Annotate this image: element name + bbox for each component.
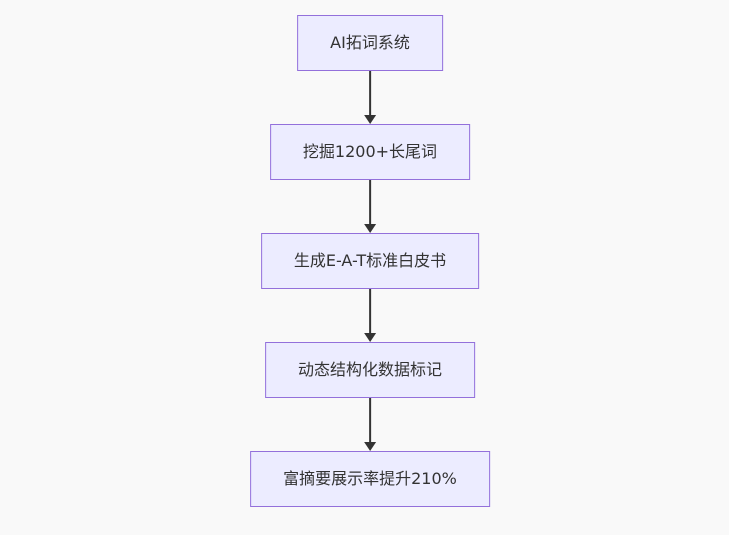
node-label: 挖掘1200+长尾词 [302, 142, 438, 162]
edge-line [369, 71, 371, 115]
edge-line [369, 289, 371, 333]
node-label: 生成E-A-T标准白皮书 [293, 251, 447, 271]
flowchart-edge-2 [364, 180, 376, 233]
node-label: 富摘要展示率提升210% [283, 469, 457, 489]
flowchart-node-longtail-mining: 挖掘1200+长尾词 [269, 124, 471, 180]
node-label: AI拓词系统 [330, 33, 410, 53]
arrow-down-icon [364, 442, 376, 451]
flowchart-edge-1 [364, 71, 376, 124]
arrow-down-icon [364, 333, 376, 342]
flowchart-edge-4 [364, 398, 376, 451]
flowchart-node-ai-keyword-system: AI拓词系统 [297, 15, 443, 71]
arrow-down-icon [364, 115, 376, 124]
flowchart-edge-3 [364, 289, 376, 342]
edge-line [369, 398, 371, 442]
arrow-down-icon [364, 224, 376, 233]
node-label: 动态结构化数据标记 [297, 360, 442, 380]
flowchart-node-rich-snippet-result: 富摘要展示率提升210% [250, 451, 490, 507]
flowchart-node-structured-data: 动态结构化数据标记 [264, 342, 475, 398]
flowchart: AI拓词系统 挖掘1200+长尾词 生成E-A-T标准白皮书 动态结构化数据标记 [250, 15, 490, 507]
flowchart-node-eat-whitepaper: 生成E-A-T标准白皮书 [260, 233, 480, 289]
edge-line [369, 180, 371, 224]
